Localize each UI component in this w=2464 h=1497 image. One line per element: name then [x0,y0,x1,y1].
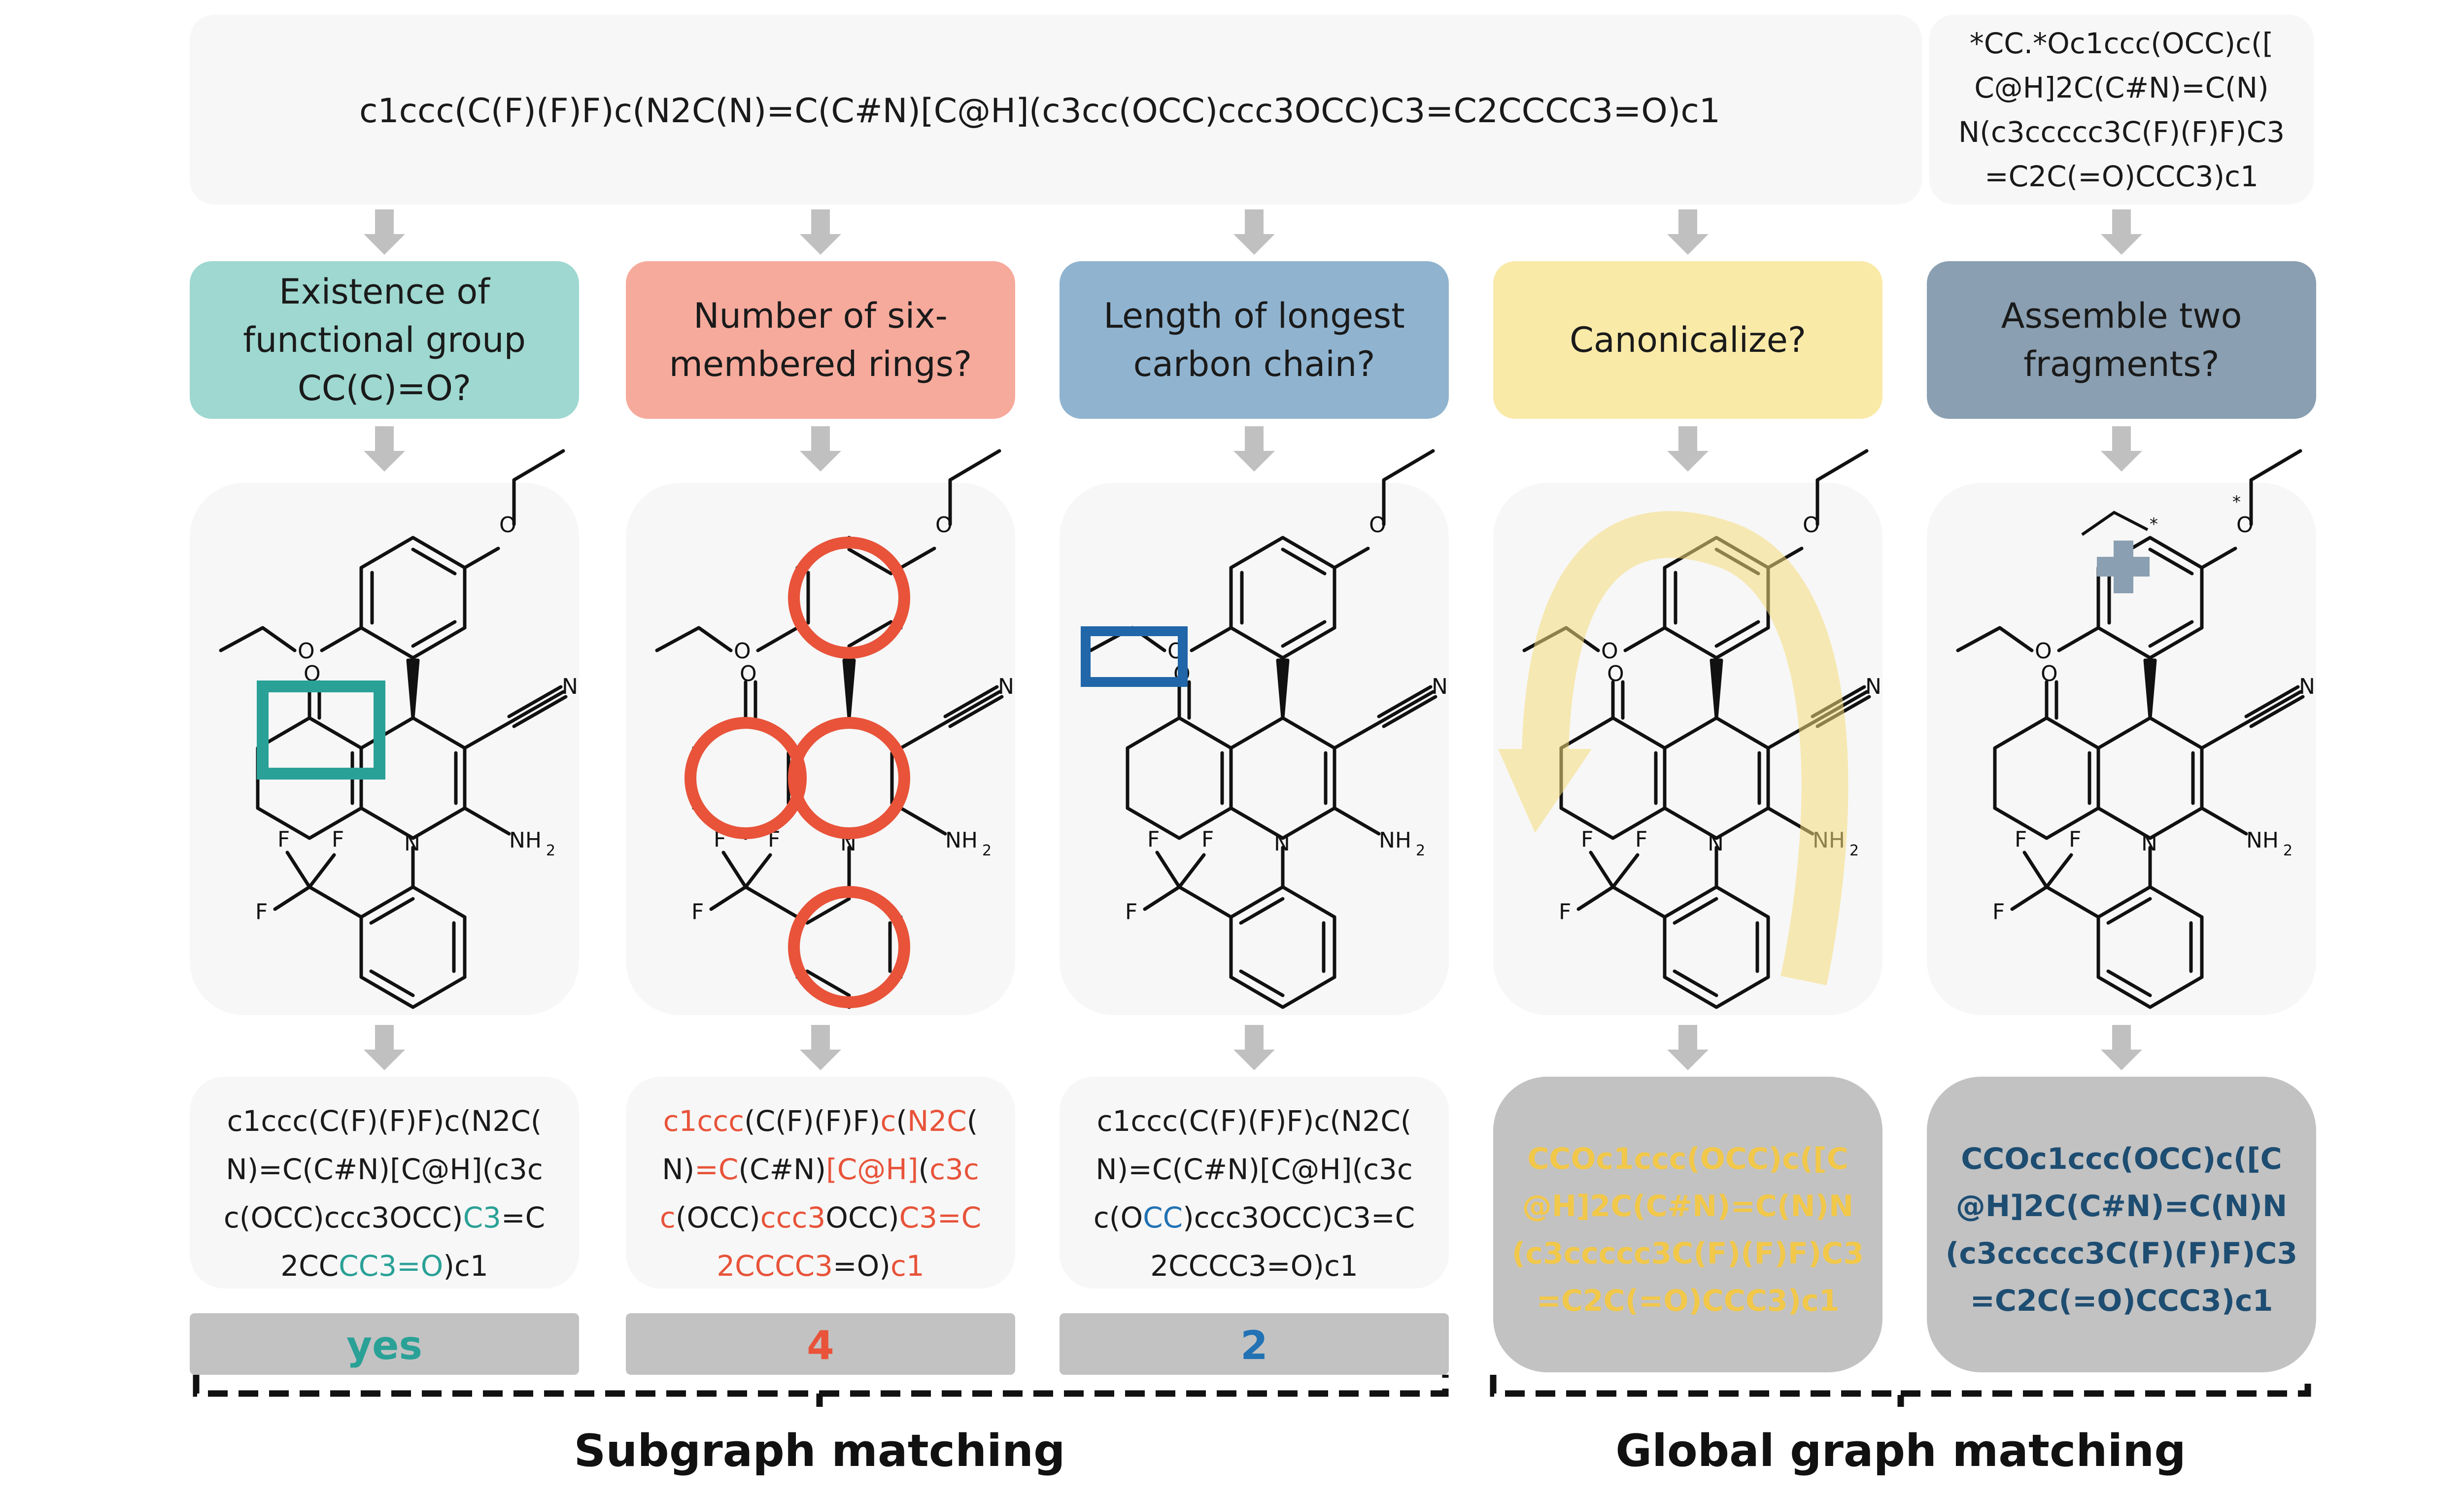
result-smiles-line: @H]2C(C#N)=C(N)N [1522,1189,1853,1224]
down-arrow-icon [1233,209,1275,255]
down-arrow-icon [800,1025,841,1070]
down-arrow-icon [1233,1025,1275,1070]
result-smiles-line: 2CCCC3=O)c1 [1150,1249,1358,1283]
question-text: CC(C)=O? [298,368,471,408]
result-smiles-ring-count: c1ccc(C(F)(F)F)c(N2C( N)=C(C#N)[C@H](c3c c… [626,1077,1015,1289]
result-smiles-line: 2CCCC3=O)c1 [717,1249,924,1283]
plus-icon [2097,541,2150,593]
question-ring-count: Number of six-membered rings? [626,261,1015,419]
result-smiles-line: c(OCC)ccc3OCC)C3=C [224,1201,545,1234]
question-text: Length of longest [1103,296,1404,336]
svg-text:N(c3ccccc3C(F)(F)F)C3: N(c3ccccc3C(F)(F)F)C3 [1958,115,2285,149]
result-row: c1ccc(C(F)(F)F)c(N2C( N)=C(C#N)[C@H](c3c c… [190,1077,2316,1372]
down-arrow-icon [800,209,841,255]
question-text: Number of six- [693,296,948,336]
answer-carbon-chain: 2 [1060,1313,1449,1375]
question-canonicalize: Canonicalize? [1493,261,1882,419]
result-smiles-line: CCOc1ccc(OCC)c([C [1961,1142,2282,1176]
answer-text: yes [346,1323,422,1368]
molecule-box-carbon-chain [1060,483,1449,1015]
question-carbon-chain: Length of longest carbon chain? [1060,261,1449,419]
input-smiles-box [190,15,1922,204]
svg-text:C@H]2C(C#N)=C(N): C@H]2C(C#N)=C(N) [1974,71,2269,104]
down-arrow-icon [2101,209,2142,255]
result-smiles-line: N)=C(C#N)[C@H](c3c [1095,1153,1413,1186]
down-arrow-icon [1233,426,1275,472]
result-smiles-line: c1ccc(C(F)(F)F)c(N2C( [1097,1104,1412,1138]
molecule-box-assemble [1927,483,2316,1015]
attachment-point-star: * [2150,514,2158,534]
canonicalize-traversal-arrow [1498,511,1848,986]
functional-group-highlight-square [257,680,385,780]
result-smiles-line: (c3ccccc3C(F)(F)F)C3 [1946,1236,2297,1271]
down-arrow-icon [364,1025,405,1070]
result-smiles-line: c(OCC)ccc3OCC)C3=C [660,1201,981,1234]
ethyl-fragment [2081,510,2149,536]
down-arrow-icon [1667,426,1709,472]
down-arrow-icon [364,426,405,472]
fragment-smiles-text: *CC.*Oc1ccc(OCC)c([ C@H]2C(C#N)=C(N) N(c… [1958,27,2285,193]
result-smiles-canonicalize: CCOc1ccc(OCC)c([C @H]2C(C#N)=C(N)N (c3cccc… [1493,1077,1882,1372]
result-smiles-line: 2CCCC3=O)c1 [280,1249,488,1283]
group-label-subgraph: Subgraph matching [574,1425,1065,1477]
result-smiles-functional-group: c1ccc(C(F)(F)F)c(N2C( N)=C(C#N)[C@H](c3c c… [190,1077,579,1289]
result-smiles-assemble: CCOc1ccc(OCC)c([C @H]2C(C#N)=C(N)N (c3cccc… [1927,1077,2316,1372]
answer-text: 2 [1240,1323,1268,1368]
answer-functional-group: yes [190,1313,579,1375]
flow-arrows [364,209,2142,1070]
result-smiles-line: c1ccc(C(F)(F)F)c(N2C( [663,1104,978,1138]
question-text: carbon chain? [1133,344,1375,384]
answer-text: 4 [807,1323,834,1368]
group-brackets [193,1375,2311,1407]
result-smiles-line: c1ccc(C(F)(F)F)c(N2C( [227,1104,542,1138]
result-smiles-line: @H]2C(C#N)=C(N)N [1956,1189,2287,1224]
result-smiles-line: c(OCC)ccc3OCC)C3=C [1094,1201,1415,1234]
question-assemble: Assemble two fragments? [1927,261,2316,419]
down-arrow-icon [2101,1025,2142,1070]
down-arrow-icon [800,426,841,472]
down-arrow-icon [1667,1025,1709,1070]
question-text: fragments? [2023,344,2219,384]
question-text: functional group [243,320,526,360]
result-smiles-line: N)=C(C#N)[C@H](c3c [662,1153,979,1186]
question-text: Assemble two [2001,296,2242,336]
attachment-point-star: * [2232,492,2241,512]
result-smiles-line: =C2C(=O)CCC3)c1 [1537,1284,1840,1318]
molecule-box-ring-count [626,483,1015,1015]
result-smiles-line: =C2C(=O)CCC3)c1 [1970,1284,2273,1318]
result-smiles-line: CCOc1ccc(OCC)c([C [1527,1142,1848,1176]
question-text: membered rings? [669,344,972,384]
fragment-smiles-box [1929,15,2314,204]
input-smiles-text: c1ccc(C(F)(F)F)c(N2C(N)=C(C#N)[C@H](c3cc… [359,92,1720,131]
svg-text:*CC.*Oc1ccc(OCC)c([: *CC.*Oc1ccc(OCC)c([ [1970,27,2274,60]
answer-ring-count: 4 [626,1313,1015,1375]
answer-row: yes 4 2 [190,1313,1449,1375]
question-text: Canonicalize? [1570,320,1806,360]
result-smiles-line: (c3ccccc3C(F)(F)F)C3 [1512,1236,1864,1271]
molecule-row: * * [190,451,2316,1015]
six-membered-ring-highlights [684,537,910,1008]
longest-chain-highlight-square [1081,626,1188,687]
question-text: Existence of [279,272,490,312]
down-arrow-icon [2101,426,2142,472]
svg-text:=C2C(=O)CCC3)c1: =C2C(=O)CCC3)c1 [1985,160,2259,193]
result-smiles-line: N)=C(C#N)[C@H](c3c [226,1153,543,1186]
down-arrow-icon [364,209,405,255]
group-label-global: Global graph matching [1615,1425,2186,1477]
result-smiles-carbon-chain: c1ccc(C(F)(F)F)c(N2C( N)=C(C#N)[C@H](c3c c… [1060,1077,1449,1289]
down-arrow-icon [1667,209,1709,255]
